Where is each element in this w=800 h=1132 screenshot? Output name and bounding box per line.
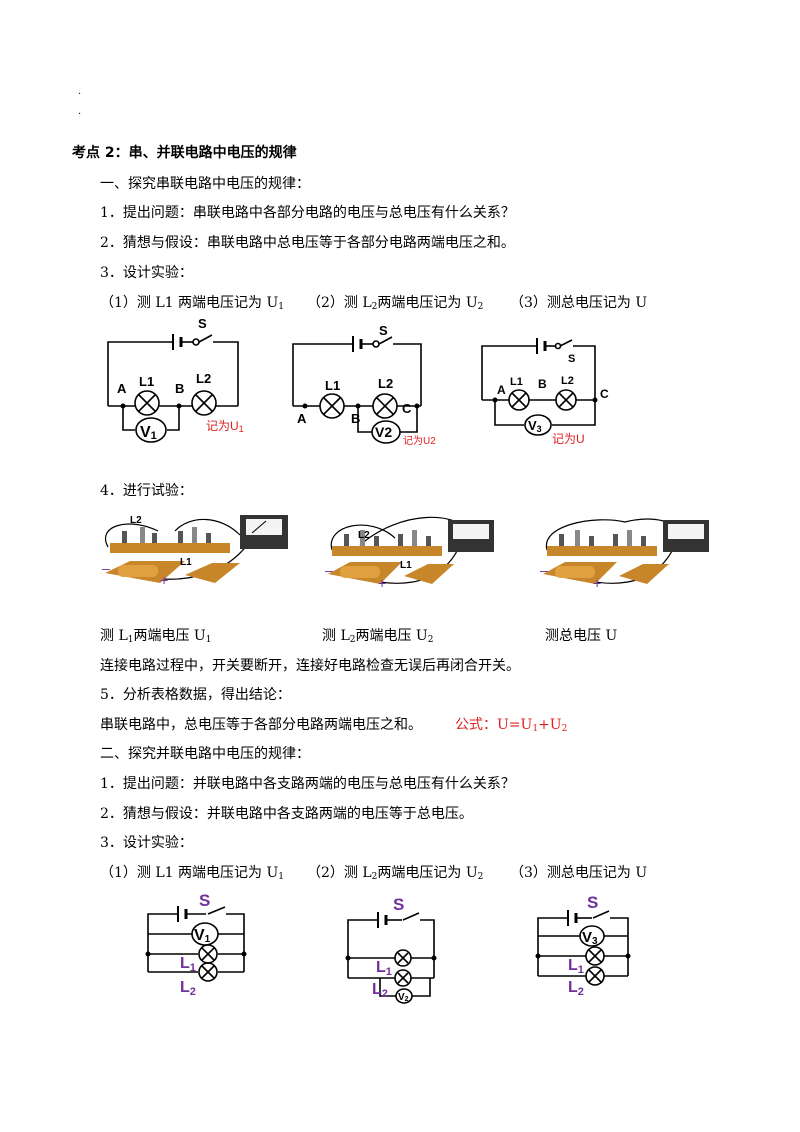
photo-caption-3: 测总电压 U: [545, 628, 618, 644]
node-label: B: [351, 411, 360, 426]
voltmeter-label: V1: [194, 927, 211, 945]
switch-label: S: [379, 323, 388, 338]
lamp-label: L2: [196, 371, 211, 386]
lamp-label: L1: [568, 957, 584, 976]
stray-dot: .: [78, 86, 82, 97]
svg-text:+: +: [593, 575, 601, 591]
series-conclusion: 串联电路中，总电压等于各部分电路两端电压之和。: [100, 717, 422, 733]
lamp-label: L2: [180, 979, 196, 998]
voltmeter-label: V3: [528, 418, 542, 434]
parallel-method-3: （3）测总电压记为 U: [510, 865, 648, 881]
parallel-title: 二、探究并联电路中电压的规律：: [100, 746, 310, 762]
lamp-label: L1: [376, 959, 392, 978]
switch-label: S: [587, 893, 598, 912]
node-label: C: [402, 401, 412, 416]
switch-label: S: [393, 895, 404, 914]
parallel-circuit-diagram-3: S V3 L1 L2: [535, 893, 631, 998]
voltmeter-label: V1: [140, 424, 157, 442]
svg-text:–: –: [325, 562, 333, 578]
experiment-photo-2: L2 L1 – +: [325, 516, 494, 591]
lamp-label: L1: [325, 378, 340, 393]
photo-label: L1: [180, 557, 192, 568]
voltmeter-label: V2: [375, 424, 392, 440]
lamp-label: L2: [372, 981, 388, 1000]
photo-label: L2: [358, 530, 370, 541]
series-method-3: （3）测总电压记为 U: [510, 295, 648, 311]
record-note: 记为U: [552, 432, 585, 446]
series-design: 3．设计实验：: [100, 265, 193, 281]
node-label: C: [600, 387, 609, 401]
lamp-label: L2: [568, 979, 584, 998]
parallel-method-1: （1）测 L1 两端电压记为 U1: [100, 865, 284, 882]
series-hypothesis: 2．猜想与假设：串联电路中总电压等于各部分电路两端电压之和。: [100, 235, 515, 251]
photo-caption-2: 测 L2两端电压 U2: [322, 628, 434, 645]
parallel-hypothesis: 2．猜想与假设：并联电路中各支路两端的电压等于总电压。: [100, 806, 473, 822]
series-circuit-diagram-3: S A B C L1 L2 V3 记为U: [481, 338, 609, 446]
record-note: 记为U2: [403, 435, 436, 447]
series-question: 1．提出问题：串联电路中各部分电路的电压与总电压有什么关系？: [100, 205, 515, 221]
series-method-1: （1）测 L1 两端电压记为 U1: [100, 295, 284, 312]
parallel-design: 3．设计实验：: [100, 835, 193, 851]
lamp-label: L2: [378, 376, 393, 391]
series-circuit-diagram-1: S A B L1 L2 V1 记为U1: [107, 316, 244, 443]
lamp-label: L1: [510, 376, 523, 388]
voltmeter-label: V2: [398, 992, 409, 1003]
switch-label: S: [199, 891, 210, 910]
series-method-2: （2）测 L2两端电压记为 U2: [307, 295, 484, 312]
series-analysis: 5．分析表格数据，得出结论：: [100, 687, 291, 703]
series-formula: 公式：U=U1+U2: [455, 717, 568, 734]
parallel-circuit-diagram-1: S V1 L1 L2: [145, 891, 247, 998]
experiment-photo-1: L2 L1 – +: [102, 515, 288, 588]
switch-label: S: [568, 353, 575, 365]
series-experiment: 4．进行试验：: [100, 483, 193, 499]
svg-text:+: +: [378, 575, 386, 591]
photo-label: L2: [130, 515, 142, 526]
photo-label: L1: [400, 560, 412, 571]
node-label: A: [497, 383, 506, 397]
node-label: B: [538, 377, 547, 391]
parallel-question: 1．提出问题：并联电路中各支路两端的电压与总电压有什么关系？: [100, 776, 515, 792]
record-note: 记为U1: [206, 419, 244, 434]
node-label: B: [175, 381, 184, 396]
safety-note: 连接电路过程中，开关要断开，连接好电路检查无误后再闭合开关。: [100, 658, 520, 674]
lamp-label: L1: [180, 955, 196, 974]
lamp-label: L1: [139, 374, 154, 389]
series-circuit-diagram-2: S A B C L1 L2 V2 记为U2: [292, 323, 436, 447]
svg-text:+: +: [160, 572, 168, 588]
switch-label: S: [198, 316, 207, 331]
svg-text:–: –: [540, 562, 548, 578]
lamp-label: L2: [561, 375, 574, 387]
svg-text:–: –: [102, 560, 110, 576]
experiment-photo-3: –+: [540, 518, 709, 591]
voltmeter-label: V3: [582, 929, 598, 947]
series-title: 一、探究串联电路中电压的规律：: [100, 176, 310, 192]
node-label: A: [297, 411, 307, 426]
stray-dot: .: [78, 106, 82, 117]
node-label: A: [117, 381, 127, 396]
section-heading: 考点 2：串、并联电路中电压的规律: [72, 145, 297, 161]
parallel-circuit-diagram-2: S V2 L1 L2: [345, 895, 437, 1004]
parallel-method-2: （2）测 L2两端电压记为 U2: [307, 865, 484, 882]
photo-caption-1: 测 L1两端电压 U1: [100, 628, 212, 645]
